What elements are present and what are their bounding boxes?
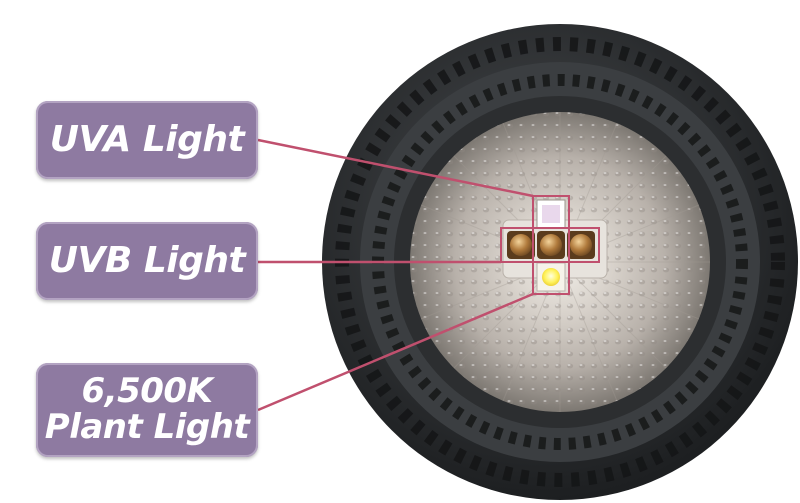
plant-led-icon (536, 262, 566, 292)
uva-light-label: UVA Light (36, 101, 258, 179)
plant-callout-line (257, 292, 534, 412)
plant-light-label: 6,500K Plant Light (36, 363, 258, 457)
uva-light-text: UVA Light (49, 119, 245, 161)
uvb-light-label: UVB Light (36, 222, 258, 300)
led-highlight-frame (532, 195, 570, 295)
uvb-led-icon (507, 231, 595, 259)
uvb-light-text: UVB Light (48, 240, 246, 282)
plant-light-text: Plant Light (44, 407, 250, 447)
uva-callout-line (257, 138, 534, 198)
uva-led-icon (536, 199, 566, 229)
plant-light-kelvin: 6,500K (81, 371, 213, 412)
